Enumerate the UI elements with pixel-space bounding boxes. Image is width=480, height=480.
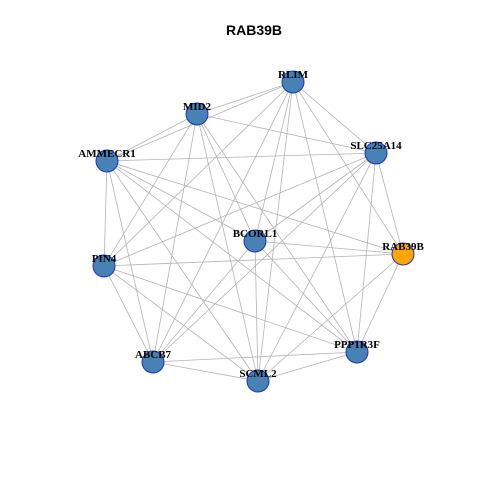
edge-slc25a14-rab39b bbox=[375, 152, 404, 255]
edge-rab39b-scml2 bbox=[257, 253, 404, 382]
node-ammecr1 bbox=[95, 149, 119, 173]
edge-rab39b-pin4 bbox=[103, 253, 404, 267]
edge-mid2-pin4 bbox=[103, 113, 198, 267]
edge-pin4-abcb7 bbox=[103, 265, 154, 363]
edge-rlim-slc25a14 bbox=[292, 81, 377, 154]
edge-rlim-abcb7 bbox=[152, 81, 294, 363]
edge-rlim-mid2 bbox=[196, 81, 294, 115]
edge-ppp1r3f-scml2 bbox=[257, 351, 358, 382]
node-mid2 bbox=[185, 102, 209, 126]
edge-pin4-ppp1r3f bbox=[103, 265, 358, 353]
edge-mid2-ammecr1 bbox=[106, 113, 198, 162]
node-label-ammecr1: AMMECR1 bbox=[78, 148, 135, 160]
edge-bcorl1-abcb7 bbox=[152, 240, 256, 363]
node-rlim bbox=[281, 70, 305, 94]
edge-rab39b-ppp1r3f bbox=[356, 253, 404, 353]
node-label-mid2: MID2 bbox=[183, 101, 212, 113]
node-label-scml2: SCML2 bbox=[239, 368, 277, 380]
edge-slc25a14-bcorl1 bbox=[254, 152, 377, 242]
edge-mid2-ppp1r3f bbox=[196, 113, 358, 353]
edge-rlim-scml2 bbox=[257, 81, 294, 382]
edge-slc25a14-pin4 bbox=[103, 152, 377, 267]
edge-bcorl1-rab39b bbox=[254, 240, 404, 255]
node-layer bbox=[92, 70, 415, 393]
edge-ammecr1-bcorl1 bbox=[106, 160, 256, 242]
node-label-rlim: RLIM bbox=[278, 69, 309, 81]
node-label-ppp1r3f: PPP1R3F bbox=[334, 339, 380, 351]
node-scml2 bbox=[246, 369, 270, 393]
edge-ammecr1-scml2 bbox=[106, 160, 259, 382]
edge-mid2-bcorl1 bbox=[196, 113, 256, 242]
edge-mid2-scml2 bbox=[196, 113, 259, 382]
node-label-bcorl1: BCORL1 bbox=[233, 228, 278, 240]
edge-layer bbox=[103, 81, 404, 382]
edge-rlim-pin4 bbox=[103, 81, 294, 267]
edge-rlim-bcorl1 bbox=[254, 81, 294, 242]
edge-slc25a14-scml2 bbox=[257, 152, 377, 382]
node-bcorl1 bbox=[243, 229, 267, 253]
edge-ammecr1-pin4 bbox=[103, 160, 108, 267]
edge-pin4-scml2 bbox=[103, 265, 259, 382]
node-abcb7 bbox=[141, 350, 165, 374]
edge-slc25a14-ppp1r3f bbox=[356, 152, 377, 353]
node-label-slc25a14: SLC25A14 bbox=[350, 140, 402, 152]
edge-rlim-rab39b bbox=[292, 81, 404, 255]
node-slc25a14 bbox=[364, 141, 388, 165]
node-label-pin4: PIN4 bbox=[92, 253, 117, 265]
edge-slc25a14-abcb7 bbox=[152, 152, 377, 363]
edge-ammecr1-slc25a14 bbox=[106, 152, 377, 162]
edge-mid2-slc25a14 bbox=[196, 113, 377, 154]
node-ppp1r3f bbox=[345, 340, 369, 364]
node-label-abcb7: ABCB7 bbox=[135, 349, 172, 361]
edge-ammecr1-ppp1r3f bbox=[106, 160, 358, 353]
edge-ammecr1-rab39b bbox=[106, 160, 404, 255]
edge-ppp1r3f-abcb7 bbox=[152, 351, 358, 363]
edge-rlim-ppp1r3f bbox=[292, 81, 358, 353]
node-label-rab39b: RAB39B bbox=[382, 241, 424, 253]
diagram-title: RAB39B bbox=[226, 22, 282, 38]
edge-mid2-abcb7 bbox=[152, 113, 198, 363]
edge-abcb7-scml2 bbox=[152, 361, 259, 382]
edge-ammecr1-abcb7 bbox=[106, 160, 154, 363]
edge-bcorl1-scml2 bbox=[254, 240, 259, 382]
node-rab39b bbox=[391, 242, 415, 266]
node-pin4 bbox=[92, 254, 116, 278]
